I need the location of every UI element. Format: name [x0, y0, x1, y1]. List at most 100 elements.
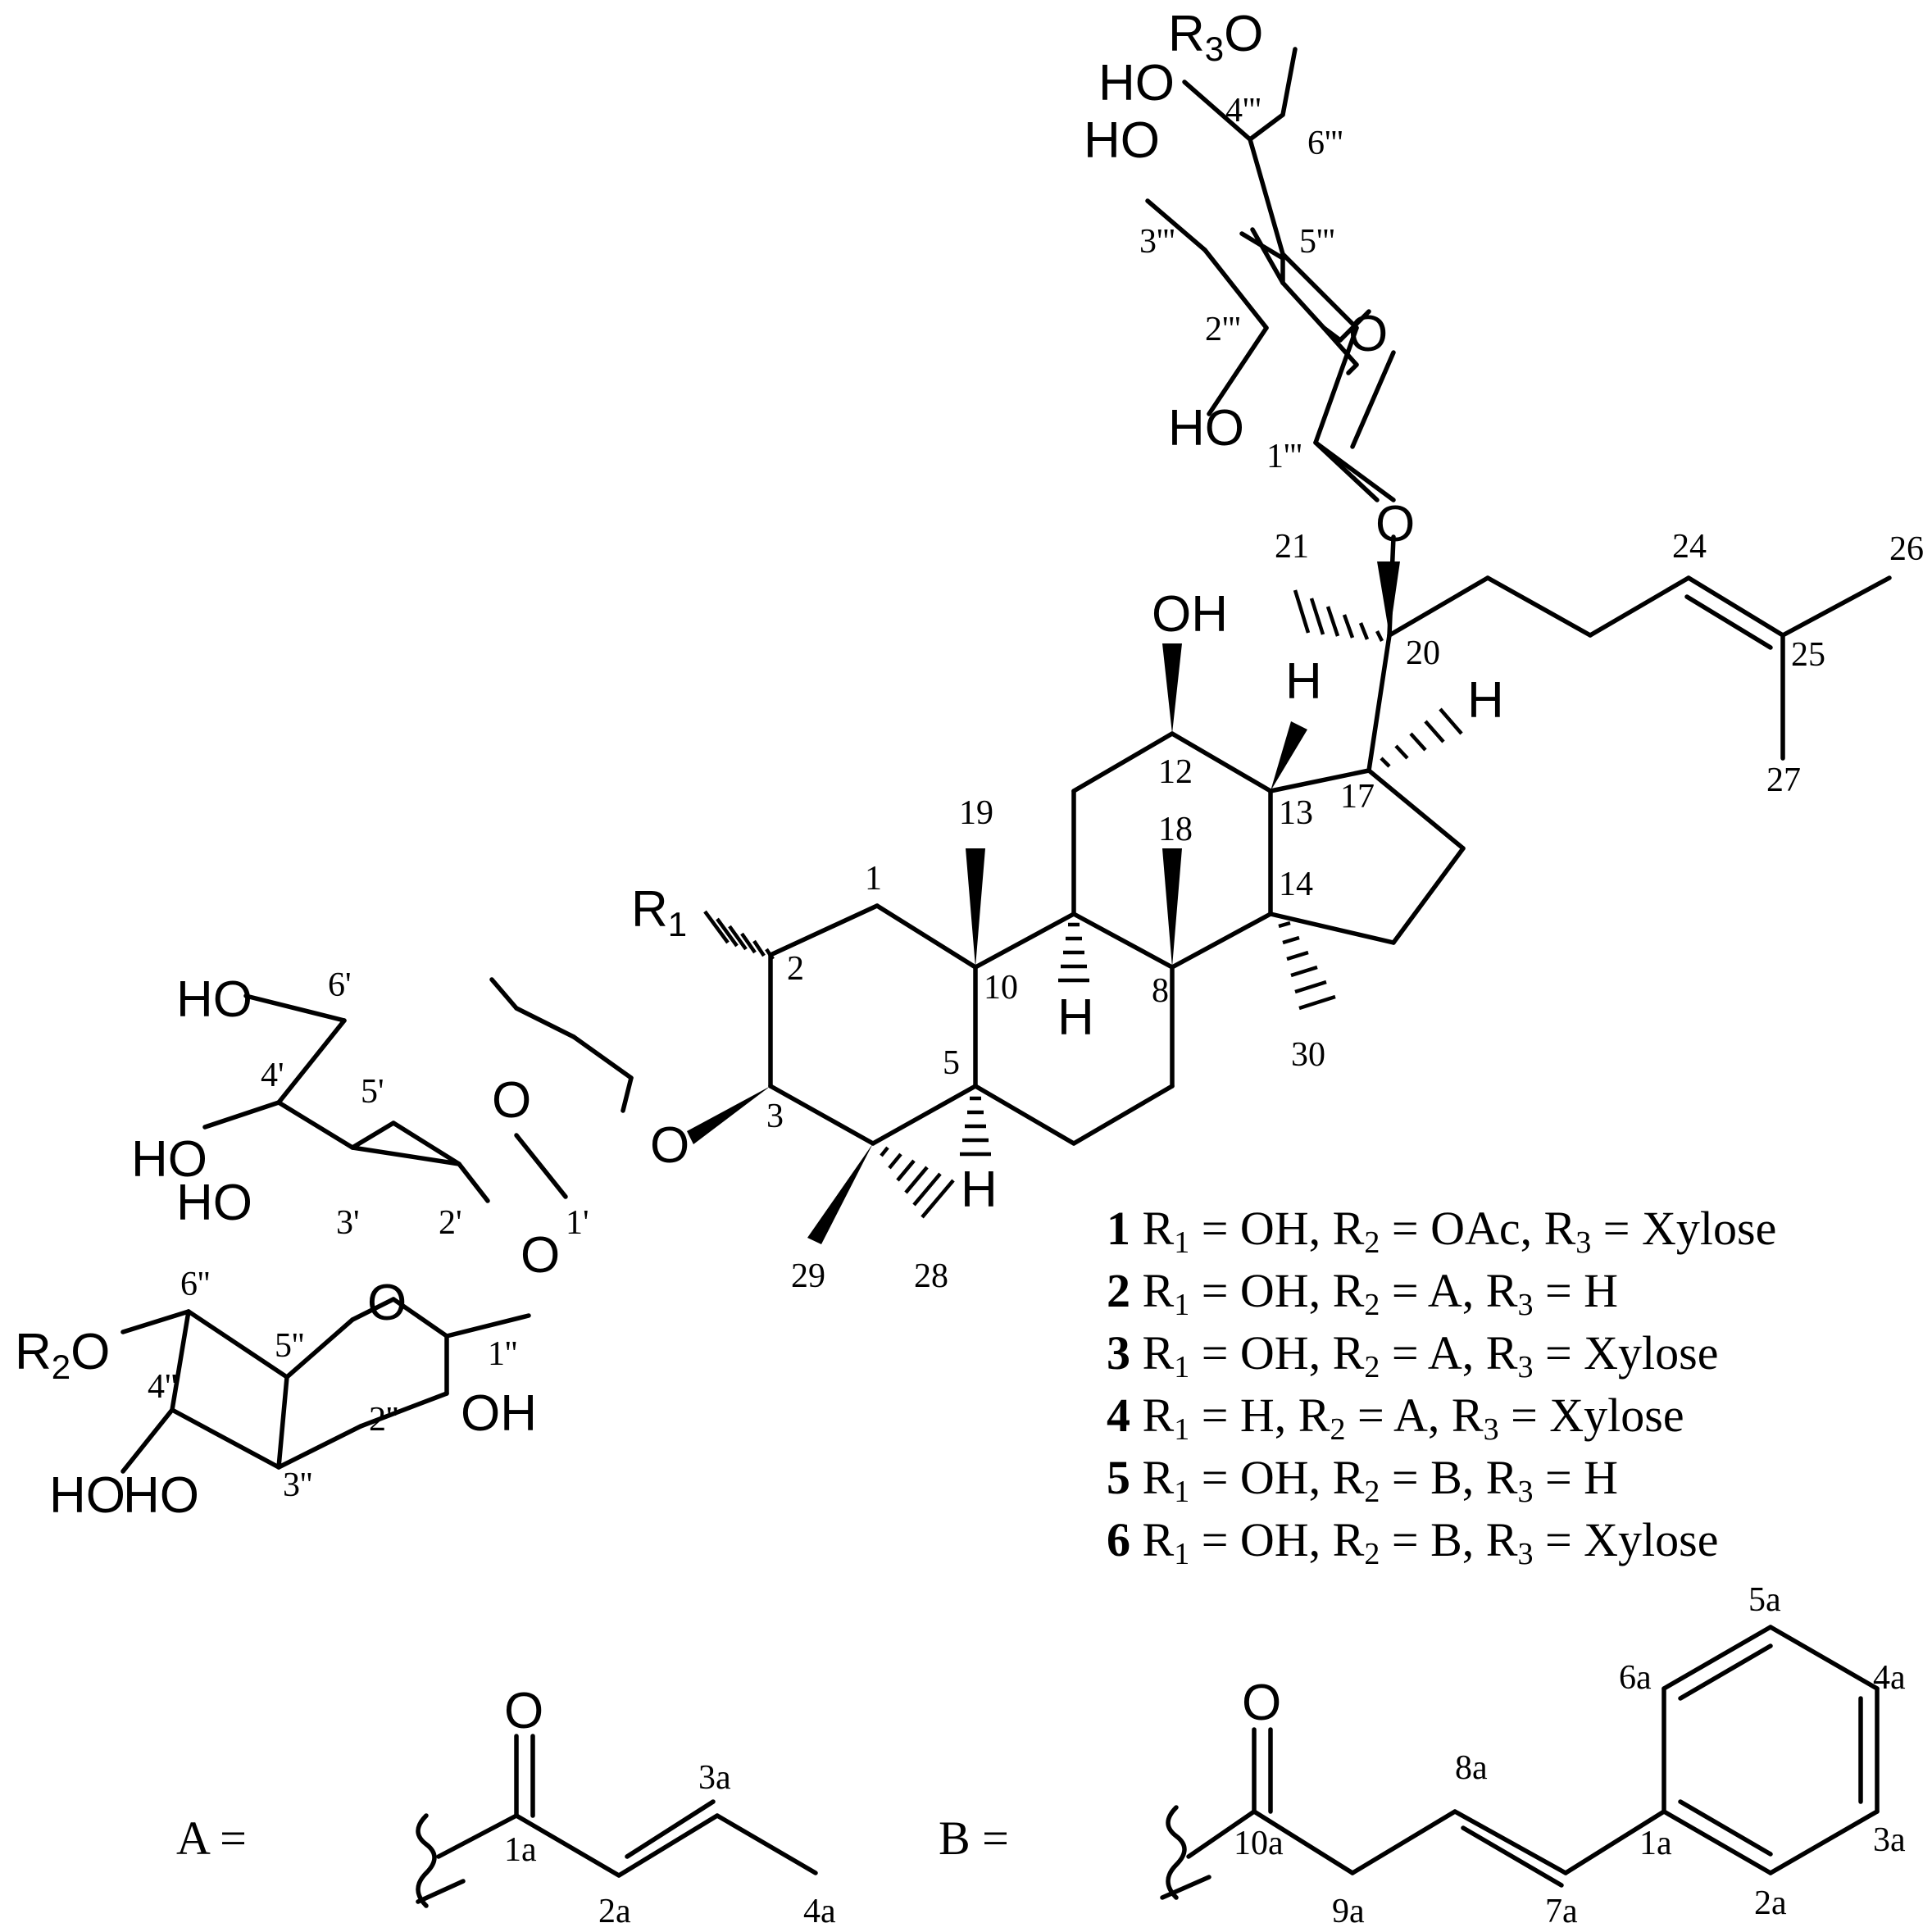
- label-b-8a: 8a: [1455, 1749, 1488, 1787]
- num-1: 1: [865, 860, 882, 898]
- oh-12: OH: [1152, 586, 1228, 643]
- label-b-2a: 2a: [1754, 1884, 1787, 1922]
- num-2p: 2': [439, 1204, 462, 1242]
- num-28: 28: [914, 1257, 948, 1295]
- compound-row: 4 R1 = H, R2 = A, R3 = Xylose: [1107, 1389, 1684, 1447]
- num-6ppp: 6''': [1307, 125, 1343, 162]
- wavy-bond-a: [416, 1813, 437, 1908]
- r3o-label: R3O: [1168, 6, 1263, 68]
- num-5pp: 5'': [275, 1327, 304, 1365]
- num-29: 29: [791, 1257, 825, 1295]
- num-2: 2: [787, 950, 804, 988]
- hash-c2-r1: [703, 910, 775, 961]
- hash-c9-h: [1058, 922, 1089, 983]
- label-b-5a: 5a: [1748, 1581, 1781, 1619]
- num-1pp: 1'': [488, 1335, 517, 1373]
- wavy-bond-b: [1166, 1805, 1187, 1900]
- o-carbonyl-a: O: [504, 1683, 543, 1739]
- r1-label: R1: [631, 881, 687, 943]
- label-b-4a: 4a: [1873, 1659, 1906, 1697]
- wedge-c13-h: [1271, 721, 1307, 791]
- substituent-a: A = 1a 2a 3a 4a: [176, 1734, 836, 1930]
- h-5: H: [961, 1161, 998, 1218]
- ho-3p: HO: [176, 1175, 252, 1231]
- h-13: H: [1285, 653, 1322, 710]
- atom-numbering: 1 2 3 5 8 10 12 13 14 17 18 19 20 21 24 …: [148, 92, 1924, 1504]
- num-30: 30: [1291, 1036, 1325, 1074]
- h-9: H: [1057, 989, 1094, 1046]
- label-b-7a: 7a: [1545, 1893, 1578, 1930]
- compound-row: 5 R1 = OH, R2 = B, R3 = H: [1107, 1451, 1618, 1509]
- ho-3pp: HO: [123, 1467, 199, 1524]
- ho-4pp: HO: [49, 1467, 125, 1524]
- hash-c5-h: [960, 1096, 991, 1157]
- num-8: 8: [1152, 972, 1169, 1010]
- hash-c17-h: [1380, 707, 1463, 768]
- wedge-c4-c29: [807, 1143, 873, 1244]
- o-ring-pp: O: [367, 1275, 407, 1331]
- num-3ppp: 3''': [1139, 223, 1175, 261]
- num-12: 12: [1158, 753, 1193, 791]
- label-b-1a: 1a: [1639, 1825, 1672, 1862]
- label-b-9a: 9a: [1332, 1893, 1365, 1930]
- num-5p: 5': [361, 1073, 384, 1111]
- substituent-b: B = 10a 9a 8a 7a 1a 2a 3a 4a 5a 6a: [939, 1581, 1906, 1930]
- num-2pp: 2'': [369, 1401, 398, 1439]
- wedge-c3-o: [687, 1086, 771, 1144]
- num-20: 20: [1406, 634, 1440, 672]
- atom-labels: R3O HO HO O HO O OH H H R1 H H HO O O HO…: [15, 6, 1504, 1739]
- o-link-20: O: [1375, 496, 1415, 552]
- ho-6p: HO: [176, 971, 252, 1028]
- substituent-b-label: B =: [939, 1812, 1009, 1865]
- hash-c14-c30: [1278, 921, 1336, 1011]
- num-3pp: 3'': [283, 1466, 312, 1504]
- ho-2ppp: HO: [1168, 400, 1244, 457]
- num-13: 13: [1279, 794, 1313, 832]
- wedge-c12-oh: [1162, 643, 1182, 734]
- compound-row: 2 R1 = OH, R2 = A, R3 = H: [1107, 1264, 1618, 1322]
- num-5ppp: 5''': [1299, 223, 1335, 261]
- num-4p: 4': [261, 1057, 284, 1094]
- label-b-3a: 3a: [1873, 1821, 1906, 1859]
- compound-row: 3 R1 = OH, R2 = A, R3 = Xylose: [1107, 1326, 1718, 1384]
- num-1ppp: 1''': [1266, 438, 1302, 475]
- h-17: H: [1467, 672, 1504, 729]
- hash-c20-c21: [1293, 589, 1384, 643]
- num-6pp: 6'': [180, 1266, 210, 1303]
- ho-4ppp: HO: [1098, 55, 1175, 111]
- num-4pp: 4'': [148, 1368, 177, 1406]
- label-2a: 2a: [598, 1893, 631, 1930]
- num-19: 19: [959, 794, 993, 832]
- label-b-6a: 6a: [1619, 1659, 1652, 1697]
- num-1p: 1': [566, 1204, 589, 1242]
- compound-row: 1 R1 = OH, R2 = OAc, R3 = Xylose: [1107, 1202, 1776, 1260]
- hash-c4-c28: [880, 1146, 955, 1219]
- num-5: 5: [943, 1044, 960, 1082]
- num-3p: 3': [336, 1204, 360, 1242]
- o-ring-ppp: O: [1348, 306, 1388, 362]
- num-10: 10: [984, 969, 1018, 1007]
- o-carbonyl-b: O: [1242, 1675, 1281, 1731]
- label-b-10a: 10a: [1234, 1825, 1284, 1862]
- bonds: [120, 47, 1892, 1474]
- ho-4p: HO: [131, 1131, 207, 1188]
- stereo-bonds: [687, 561, 1463, 1244]
- wedge-c10-c19: [966, 848, 985, 967]
- o-ring-p: O: [492, 1072, 531, 1129]
- ho-3ppp: HO: [1084, 112, 1160, 169]
- num-4ppp: 4''': [1225, 92, 1261, 130]
- num-26: 26: [1889, 530, 1924, 568]
- substituent-a-label: A =: [176, 1812, 247, 1865]
- label-1a: 1a: [504, 1831, 537, 1869]
- num-21: 21: [1275, 528, 1309, 566]
- o-link-2p: O: [521, 1227, 560, 1284]
- o-link-3: O: [650, 1117, 689, 1174]
- wedge-c20-o: [1377, 561, 1400, 635]
- r2o-label: R2O: [15, 1324, 110, 1386]
- oh-2pp: OH: [461, 1385, 537, 1442]
- num-3: 3: [766, 1098, 784, 1135]
- num-17: 17: [1340, 778, 1375, 816]
- num-6p: 6': [328, 966, 352, 1004]
